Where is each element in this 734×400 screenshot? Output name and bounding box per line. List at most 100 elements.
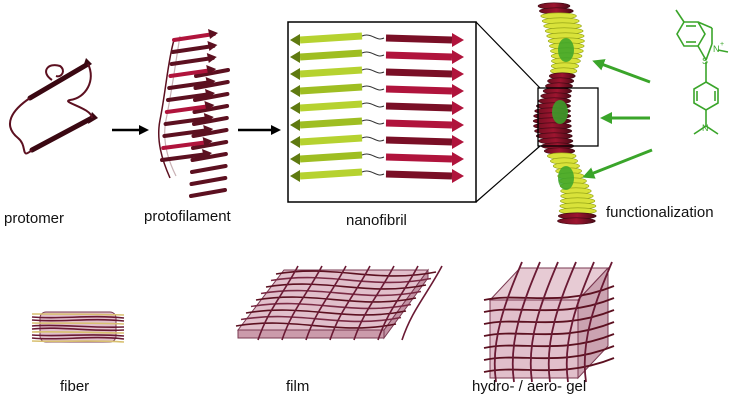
nanofibril-red-head: [452, 50, 464, 64]
nanofibril-red-strand: [385, 85, 453, 95]
protofilament-strand: [190, 164, 228, 174]
film-thread: [305, 265, 347, 341]
twisted-fibril: [532, 2, 599, 225]
nanofibril-red-strand: [385, 68, 453, 78]
protomer-structure: [9, 58, 98, 155]
film-thread: [401, 265, 443, 341]
label-protomer: protomer: [4, 210, 65, 227]
protofilament-strand-head: [202, 137, 213, 147]
label-functionalization: functionalization: [606, 204, 714, 221]
fiber-thread: [31, 330, 125, 334]
protofilament-strand-head: [202, 149, 212, 159]
film-thread: [329, 265, 371, 341]
nanofibril-loop: [361, 34, 385, 40]
nanofibril-red-strand: [385, 51, 453, 61]
fiber-thread: [31, 322, 125, 325]
protofilament-strand: [161, 140, 211, 150]
gel-thread: [565, 261, 595, 383]
gel-material: [483, 261, 615, 383]
gel-thread: [483, 345, 615, 361]
film-thread: [353, 265, 395, 341]
fiber-thread: [31, 334, 125, 337]
protofilament-strand-head: [205, 89, 215, 99]
gel-thread: [483, 321, 615, 337]
nanofibril-red-strand: [385, 34, 453, 44]
gel-thread: [483, 309, 615, 325]
nanofibril-loop: [361, 136, 385, 142]
protofilament-strand: [189, 176, 228, 186]
gel-thread: [547, 261, 577, 383]
film-thread: [250, 302, 412, 310]
protofilament-strand-head: [203, 125, 214, 135]
fiber-material: [31, 311, 125, 343]
protofilament-strand: [189, 188, 227, 198]
fibril-binding-site: [552, 100, 568, 124]
gel-thread: [583, 261, 613, 383]
film-thread: [281, 265, 323, 341]
nanofibril-red-head: [452, 67, 464, 81]
label-film: film: [286, 378, 310, 395]
nanofibril-green-strand: [299, 49, 363, 61]
film-thread: [257, 265, 299, 341]
nanofibril-red-head: [452, 101, 464, 115]
nanofibril-green-strand: [299, 117, 363, 129]
protofilament-strand: [172, 32, 216, 42]
label-fiber: fiber: [60, 378, 90, 395]
nanofibril-green-head: [290, 170, 300, 182]
protofilament-strand: [194, 68, 230, 78]
zoom-line-top: [475, 21, 541, 89]
protofilament-strand-head: [208, 29, 218, 39]
nanofibril-loop: [361, 170, 385, 176]
nanofibril-green-head: [290, 136, 300, 148]
protofilament-structure: [158, 29, 230, 198]
nanofibril-green-strand: [299, 134, 363, 146]
molecule-atom-nitrogen-amine: N: [702, 123, 709, 133]
fiber-thread: [31, 340, 125, 343]
nanofibril-red-strand: [385, 119, 453, 129]
protofilament-strand: [191, 128, 229, 138]
protofilament-strand: [167, 80, 214, 90]
nanofibril-loop: [361, 51, 385, 57]
nanofibril-green-head: [290, 153, 300, 165]
fiber-thread: [31, 318, 125, 322]
molecule-atom-sulfur: S: [702, 56, 708, 66]
fiber-thread: [31, 336, 125, 340]
nanofibril-red-strand: [385, 136, 453, 146]
nanofibril-green-strand: [299, 83, 363, 95]
fibril-binding-site: [558, 38, 574, 62]
molecule-charge: +: [720, 41, 724, 48]
nanofibril-loop: [361, 68, 385, 74]
film-thread: [245, 309, 407, 316]
label-nanofibril: nanofibril: [346, 212, 407, 229]
nanofibril-red-head: [452, 135, 464, 149]
fibril-segment: [557, 217, 596, 225]
protofilament-strand-head: [206, 65, 217, 75]
label-gel: hydro- / aero- gel: [472, 378, 587, 395]
nanofibril-green-head: [290, 51, 300, 63]
molecule-atom-nitrogen-ring: N: [713, 44, 720, 54]
gel-thread: [529, 261, 559, 383]
fiber-thread: [31, 324, 125, 329]
nanofibril-loop: [361, 102, 385, 108]
nanofibril-green-head: [290, 85, 300, 97]
protofilament-strand: [168, 68, 215, 78]
nanofibril-red-strand: [385, 153, 453, 163]
nanofibril-green-head: [290, 102, 300, 114]
protofilament-strand: [190, 152, 228, 162]
protofilament-strand-head: [203, 113, 214, 123]
label-protofilament: protofilament: [144, 208, 231, 225]
functionalization-arrow-top: [592, 59, 651, 84]
gel-thread: [483, 285, 615, 301]
nanofibril-green-strand: [299, 32, 363, 44]
nanofibril-red-head: [452, 33, 464, 47]
protofilament-strand: [192, 116, 229, 126]
protofilament-strand: [193, 80, 230, 90]
film-thread: [377, 265, 419, 341]
nanofibril-red-head: [452, 84, 464, 98]
nanofibril-loop: [361, 153, 385, 159]
nanofibril-green-strand: [299, 66, 363, 78]
protofilament-strand-head: [204, 101, 215, 111]
fibril-zoom-box: [537, 87, 599, 147]
film-material: [235, 265, 443, 341]
